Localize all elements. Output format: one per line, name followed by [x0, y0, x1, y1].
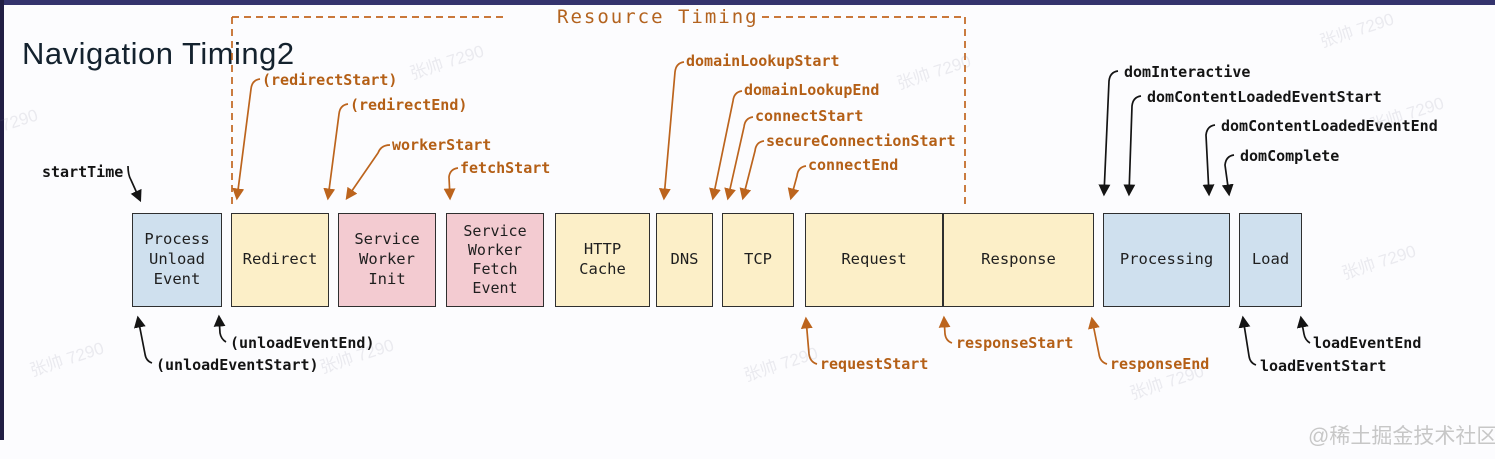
- watermark-text: 张帅 7290: [1339, 241, 1419, 284]
- event-label-dom-content-loaded-event-start: domContentLoadedEventStart: [1147, 88, 1382, 106]
- arrow-connect-end: [787, 165, 807, 201]
- event-label-redirect-end: (redirectEnd): [350, 96, 468, 114]
- watermark-text: 张帅 7290: [1317, 9, 1397, 52]
- top-edge-bar: [0, 0, 1495, 5]
- arrow-load-event-end: [1296, 315, 1311, 344]
- event-label-domain-lookup-start: domainLookupStart: [686, 52, 840, 70]
- arrow-domain-lookup-end: [709, 90, 743, 201]
- arrow-start-time: [127, 165, 142, 203]
- event-label-dom-complete: domComplete: [1240, 147, 1340, 165]
- timeline-box-redirect: Redirect: [231, 213, 329, 307]
- arrow-fetch-start: [443, 167, 459, 201]
- event-label-dom-content-loaded-event-end: domContentLoadedEventEnd: [1221, 117, 1438, 135]
- event-label-domain-lookup-end: domainLookupEnd: [744, 81, 880, 99]
- arrow-unload-event-start: [133, 315, 153, 364]
- event-label-response-start: responseStart: [956, 334, 1074, 352]
- event-label-start-time: startTime: [42, 163, 124, 181]
- arrow-dom-content-loaded-event-end: [1202, 124, 1216, 197]
- event-label-request-start: requestStart: [820, 355, 929, 373]
- timeline-box-service-worker-init: Service Worker Init: [338, 213, 436, 307]
- arrow-dom-content-loaded-event-start: [1123, 95, 1142, 197]
- timeline-box-processing: Processing: [1103, 213, 1230, 307]
- timeline-box-process-unload-event: Process Unload Event: [132, 213, 222, 307]
- event-label-unload-event-end: (unloadEventEnd): [230, 334, 375, 352]
- event-label-connect-end: connectEnd: [808, 156, 899, 174]
- event-label-fetch-start: fetchStart: [460, 159, 551, 177]
- left-edge-bar: [0, 0, 4, 440]
- arrow-request-start: [800, 316, 818, 365]
- arrow-redirect-end: [323, 103, 349, 201]
- event-label-unload-event-start: (unloadEventStart): [156, 356, 319, 374]
- arrow-unload-event-end: [213, 314, 227, 343]
- timeline-box-request: Request: [805, 213, 943, 307]
- timeline-box-http-cache: HTTP Cache: [555, 213, 650, 307]
- timeline-box-dns: DNS: [656, 213, 713, 307]
- event-label-load-event-start: loadEventStart: [1260, 357, 1387, 375]
- watermark-text: 张帅 7290: [407, 41, 487, 84]
- watermark-text: 张帅 7290: [894, 51, 974, 94]
- event-label-load-event-end: loadEventEnd: [1313, 334, 1422, 352]
- arrow-worker-start: [345, 144, 391, 200]
- event-label-redirect-start: (redirectStart): [262, 71, 398, 89]
- arrow-response-end: [1088, 316, 1108, 365]
- watermark-text: 张帅 7290: [27, 338, 107, 381]
- arrow-connect-start: [724, 116, 754, 201]
- arrow-dom-complete: [1221, 154, 1235, 197]
- event-label-response-end: responseEnd: [1110, 355, 1210, 373]
- arrow-response-start: [938, 315, 953, 344]
- arrow-dom-interactive: [1098, 70, 1119, 197]
- arrow-load-event-start: [1238, 315, 1257, 366]
- timeline-box-service-worker-fetch-event: Service Worker Fetch Event: [446, 213, 544, 307]
- watermark-text: 张帅 7290: [0, 105, 41, 148]
- timeline-box-response: Response: [943, 213, 1094, 307]
- timeline-box-load: Load: [1239, 213, 1302, 307]
- arrow-secure-connection-start: [739, 140, 765, 201]
- event-label-dom-interactive: domInteractive: [1124, 63, 1251, 81]
- page-title: Navigation Timing2: [22, 36, 295, 71]
- event-label-worker-start: workerStart: [392, 136, 492, 154]
- event-label-connect-start: connectStart: [755, 107, 864, 125]
- event-label-secure-connection-start: secureConnectionStart: [766, 132, 956, 150]
- resource-timing-label: Resource Timing: [557, 6, 759, 28]
- timeline-box-tcp: TCP: [722, 213, 794, 307]
- arrow-domain-lookup-start: [658, 61, 685, 201]
- watermark-text: 张帅 7290: [741, 343, 821, 386]
- community-credit-watermark: @稀土掘金技术社区: [1308, 425, 1495, 448]
- arrow-redirect-start: [232, 78, 261, 201]
